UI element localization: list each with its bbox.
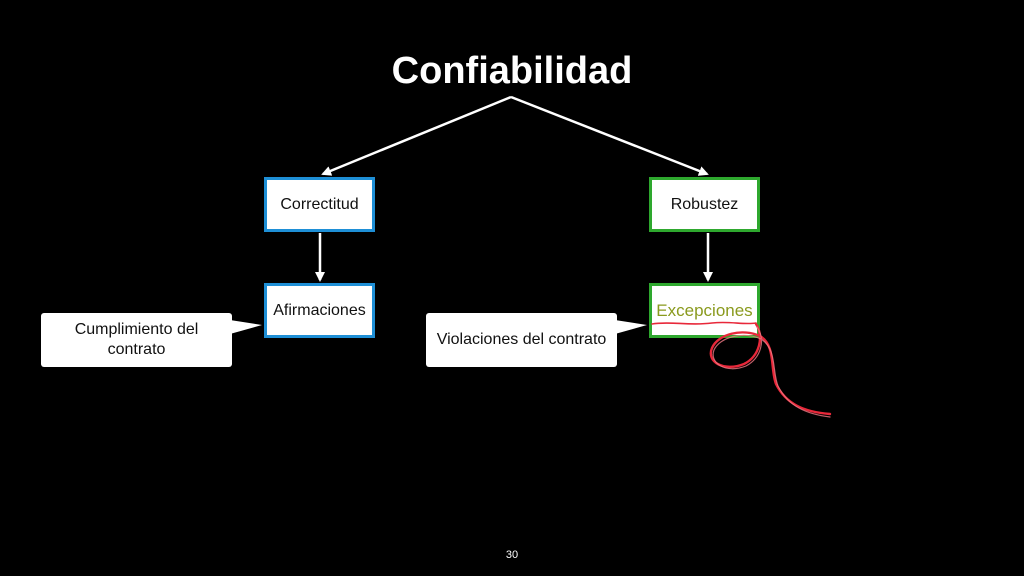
arrow-title-to-correctitud [321,95,512,176]
red-loop-scribble-2 [712,326,831,418]
callout-violaciones-text: Violaciones del contrato [436,331,607,348]
node-robustez-label: Robustez [670,195,739,213]
node-afirmaciones: Afirmaciones [264,283,375,338]
callout-cumplimiento: Cumplimiento del contrato [41,313,232,367]
node-robustez: Robustez [649,177,760,232]
page-number: 30 [505,549,519,561]
node-correctitud-label: Correctitud [280,195,359,213]
callout-violaciones: Violaciones del contrato [426,313,617,367]
callout-right-pointer [615,320,647,334]
node-correctitud: Correctitud [264,177,375,232]
node-afirmaciones-label: Afirmaciones [273,301,366,319]
red-underline-scribble [651,321,757,325]
node-excepciones-label: Excepciones [656,300,753,320]
callout-cumplimiento-text: Cumplimiento del contrato [74,321,199,358]
slide-title: Confiabilidad [391,50,633,92]
callout-left-pointer [230,320,262,334]
node-excepciones: Excepciones [649,283,760,338]
arrow-title-to-robustez [510,95,709,176]
